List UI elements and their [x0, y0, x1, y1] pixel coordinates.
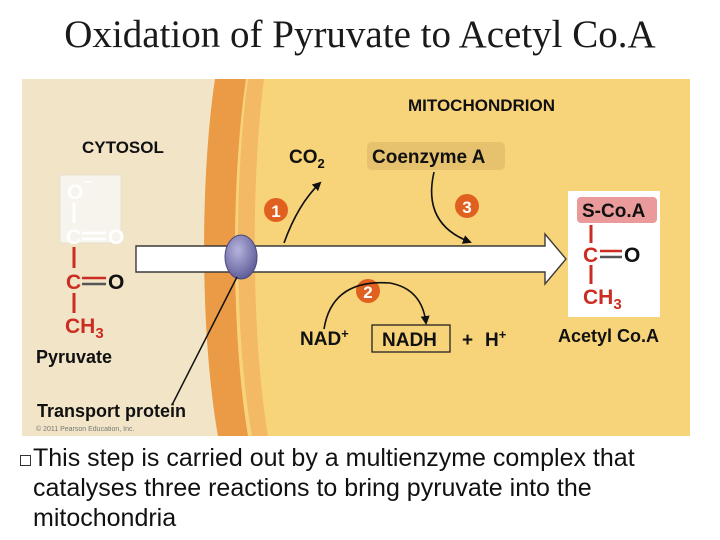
- nadh-label: NADH: [382, 330, 437, 351]
- pyruvate-oxygen-1: O: [108, 226, 124, 249]
- step-2-number: 2: [363, 283, 372, 302]
- acetyl-coa-carbon: C: [583, 244, 598, 267]
- pyruvate-highlight: [59, 174, 122, 244]
- transport-protein-pointer: [171, 276, 238, 406]
- h-plus-label: H+: [485, 327, 507, 351]
- slide-title: Oxidation of Pyruvate to Acetyl Co.A: [64, 13, 656, 56]
- coenzyme-a-arrow: [430, 171, 472, 244]
- bullet-text: This step is carried out by a multienzym…: [33, 444, 635, 532]
- pyruvate-minus-sign: −: [84, 174, 92, 190]
- bullet-marker: [20, 455, 31, 466]
- pyruvate-carbon-2: C: [66, 271, 81, 294]
- co2-label: CO2: [289, 147, 325, 171]
- coenzyme-a-label: Coenzyme A: [372, 147, 486, 168]
- transport-protein-icon: [224, 234, 258, 280]
- pyruvate-structure: O − C O C O CH3: [59, 174, 124, 342]
- pyruvate-o-minus: O: [67, 181, 83, 204]
- s-coa-badge: [577, 197, 657, 223]
- cytosol-background: [22, 79, 218, 436]
- mitochondrion-label: MITOCHONDRION: [408, 96, 555, 115]
- pyruvate-oxygen-2: O: [108, 271, 124, 294]
- plus-sign: +: [462, 330, 473, 351]
- step-3-number: 3: [462, 198, 471, 217]
- acetyl-coa-label: Acetyl Co.A: [558, 326, 659, 346]
- co2-release-arrow: [283, 181, 322, 244]
- step-1-number: 1: [271, 202, 280, 221]
- nadh-box: [371, 324, 451, 353]
- cytosol-label: CYTOSOL: [82, 138, 164, 157]
- transport-protein-label: Transport protein: [37, 401, 186, 421]
- acetyl-coa-ch3: CH3: [583, 286, 622, 313]
- step-1-marker: 1: [264, 198, 288, 222]
- nad-reduction-arrow: [323, 281, 430, 330]
- pyruvate-ch3: CH3: [65, 315, 104, 342]
- step-3-marker: 3: [455, 194, 479, 218]
- nad-plus-label: NAD+: [300, 326, 349, 350]
- pyruvate-oxidation-diagram: MITOCHONDRION CYTOSOL O − C O C O CH3 Py…: [22, 79, 690, 436]
- s-coa-label: S-Co.A: [582, 201, 646, 222]
- pyruvate-label: Pyruvate: [36, 347, 112, 367]
- pyruvate-carbon-1: C: [66, 226, 81, 249]
- copyright-notice: © 2011 Pearson Education, Inc.: [36, 425, 134, 433]
- coenzyme-a-box: [367, 142, 505, 170]
- acetyl-coa-oxygen: O: [624, 244, 640, 267]
- acetyl-coa-structure: S-Co.A C O CH3: [568, 191, 660, 317]
